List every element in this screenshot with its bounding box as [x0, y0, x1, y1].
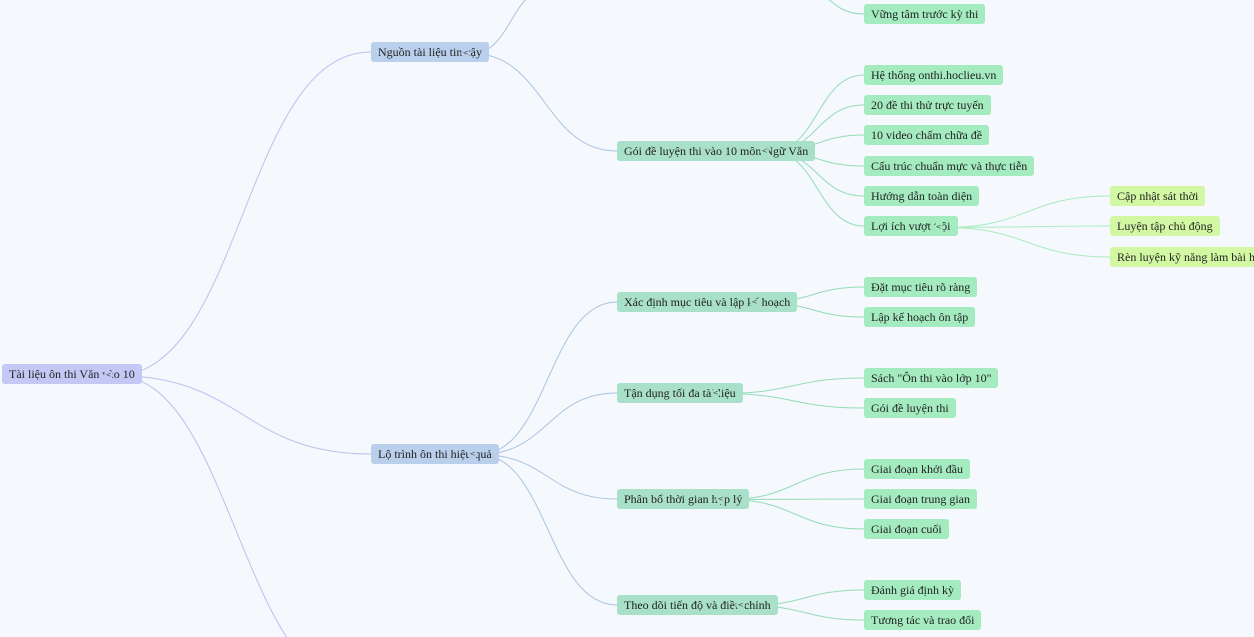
topic-node-goi-de[interactable]: Gói đề luyện thi vào 10 môn Ngữ Văn: [617, 141, 816, 161]
collapse-icon[interactable]: <: [461, 49, 470, 58]
collapse-icon[interactable]: <: [468, 450, 477, 459]
topic-node-xac-dinh[interactable]: Xác định mục tiêu và lập kế hoạch: [617, 292, 798, 312]
item-node-huong-dan[interactable]: Hướng dẫn toàn diện: [864, 186, 980, 206]
connector-line: [478, 454, 618, 606]
subitem-node-cap-nhat[interactable]: Cập nhật sát thời: [1110, 186, 1206, 206]
root-node[interactable]: Tài liệu ôn thi Văn vào 10: [2, 364, 142, 384]
topic-node-phan-bo[interactable]: Phân bổ thời gian hợp lý: [617, 489, 750, 509]
item-node-trung-gian[interactable]: Giai đoạn trung gian: [864, 489, 977, 509]
collapse-icon[interactable]: <: [934, 223, 943, 232]
item-node-danh-gia[interactable]: Đánh giá định kỳ: [864, 580, 961, 600]
collapse-icon[interactable]: <: [736, 601, 745, 610]
item-node-loi-ich[interactable]: Lợi ích vượt trội: [864, 216, 958, 236]
item-node-goi-de-luyen-thi[interactable]: Gói đề luyện thi: [864, 398, 956, 418]
topic-node-tan-dung[interactable]: Tận dụng tối đa tài liệu: [617, 383, 743, 403]
branch-node-nguon-tai-lieu[interactable]: Nguồn tài liệu tin cậy: [371, 42, 489, 62]
connector-line: [944, 227, 1111, 258]
branch-node-lo-trinh[interactable]: Lộ trình ôn thi hiệu quả: [371, 444, 499, 464]
connector-line: [721, 377, 865, 394]
item-node-de-thi-thu[interactable]: 20 đề thi thử trực tuyến: [864, 95, 991, 115]
connector-line: [478, 392, 618, 455]
collapse-icon[interactable]: <: [716, 495, 725, 504]
connector-line: [478, 454, 618, 500]
item-node-sach[interactable]: Sách "Ôn thi vào lớp 10": [864, 368, 999, 388]
connector-line: [770, 151, 865, 227]
subitem-node-ren-luyen[interactable]: Rèn luyện kỹ năng làm bài hiệu quả: [1110, 247, 1254, 267]
connector-line: [478, 301, 618, 455]
collapse-icon[interactable]: <: [760, 147, 769, 156]
item-node-dat-muc-tieu[interactable]: Đặt mục tiêu rõ ràng: [864, 277, 978, 297]
item-node-khoi-dau[interactable]: Giai đoạn khởi đầu: [864, 459, 970, 479]
item-node-tuong-tac[interactable]: Tương tác và trao đổi: [864, 610, 982, 630]
connector-line: [721, 393, 865, 409]
connector-line: [114, 375, 372, 455]
connector-line: [114, 51, 372, 376]
item-node-video[interactable]: 10 video chấm chữa đề: [864, 125, 990, 145]
item-node-cuoi[interactable]: Giai đoạn cuối: [864, 519, 949, 539]
topic-node-theo-doi[interactable]: Theo dõi tiến độ và điều chỉnh: [617, 595, 778, 615]
item-node-he-thong[interactable]: Hệ thống onthi.hoclieu.vn: [864, 65, 1004, 85]
item-node-vung-tam[interactable]: Vững tâm trước kỳ thi: [864, 4, 986, 24]
connector-line: [828, 0, 865, 15]
item-node-cau-truc[interactable]: Cấu trúc chuẩn mực và thực tiễn: [864, 156, 1035, 176]
connector-line: [944, 225, 1111, 228]
connector-line: [944, 195, 1111, 228]
connector-line: [471, 53, 618, 152]
connector-line: [114, 375, 287, 637]
collapse-icon[interactable]: <: [104, 371, 113, 380]
item-node-lap-ke-hoach[interactable]: Lập kế hoạch ôn tập: [864, 307, 976, 327]
collapse-icon[interactable]: <: [750, 298, 759, 307]
subitem-node-luyen-tap[interactable]: Luyện tập chủ động: [1110, 216, 1220, 236]
collapse-icon[interactable]: <: [711, 389, 720, 398]
